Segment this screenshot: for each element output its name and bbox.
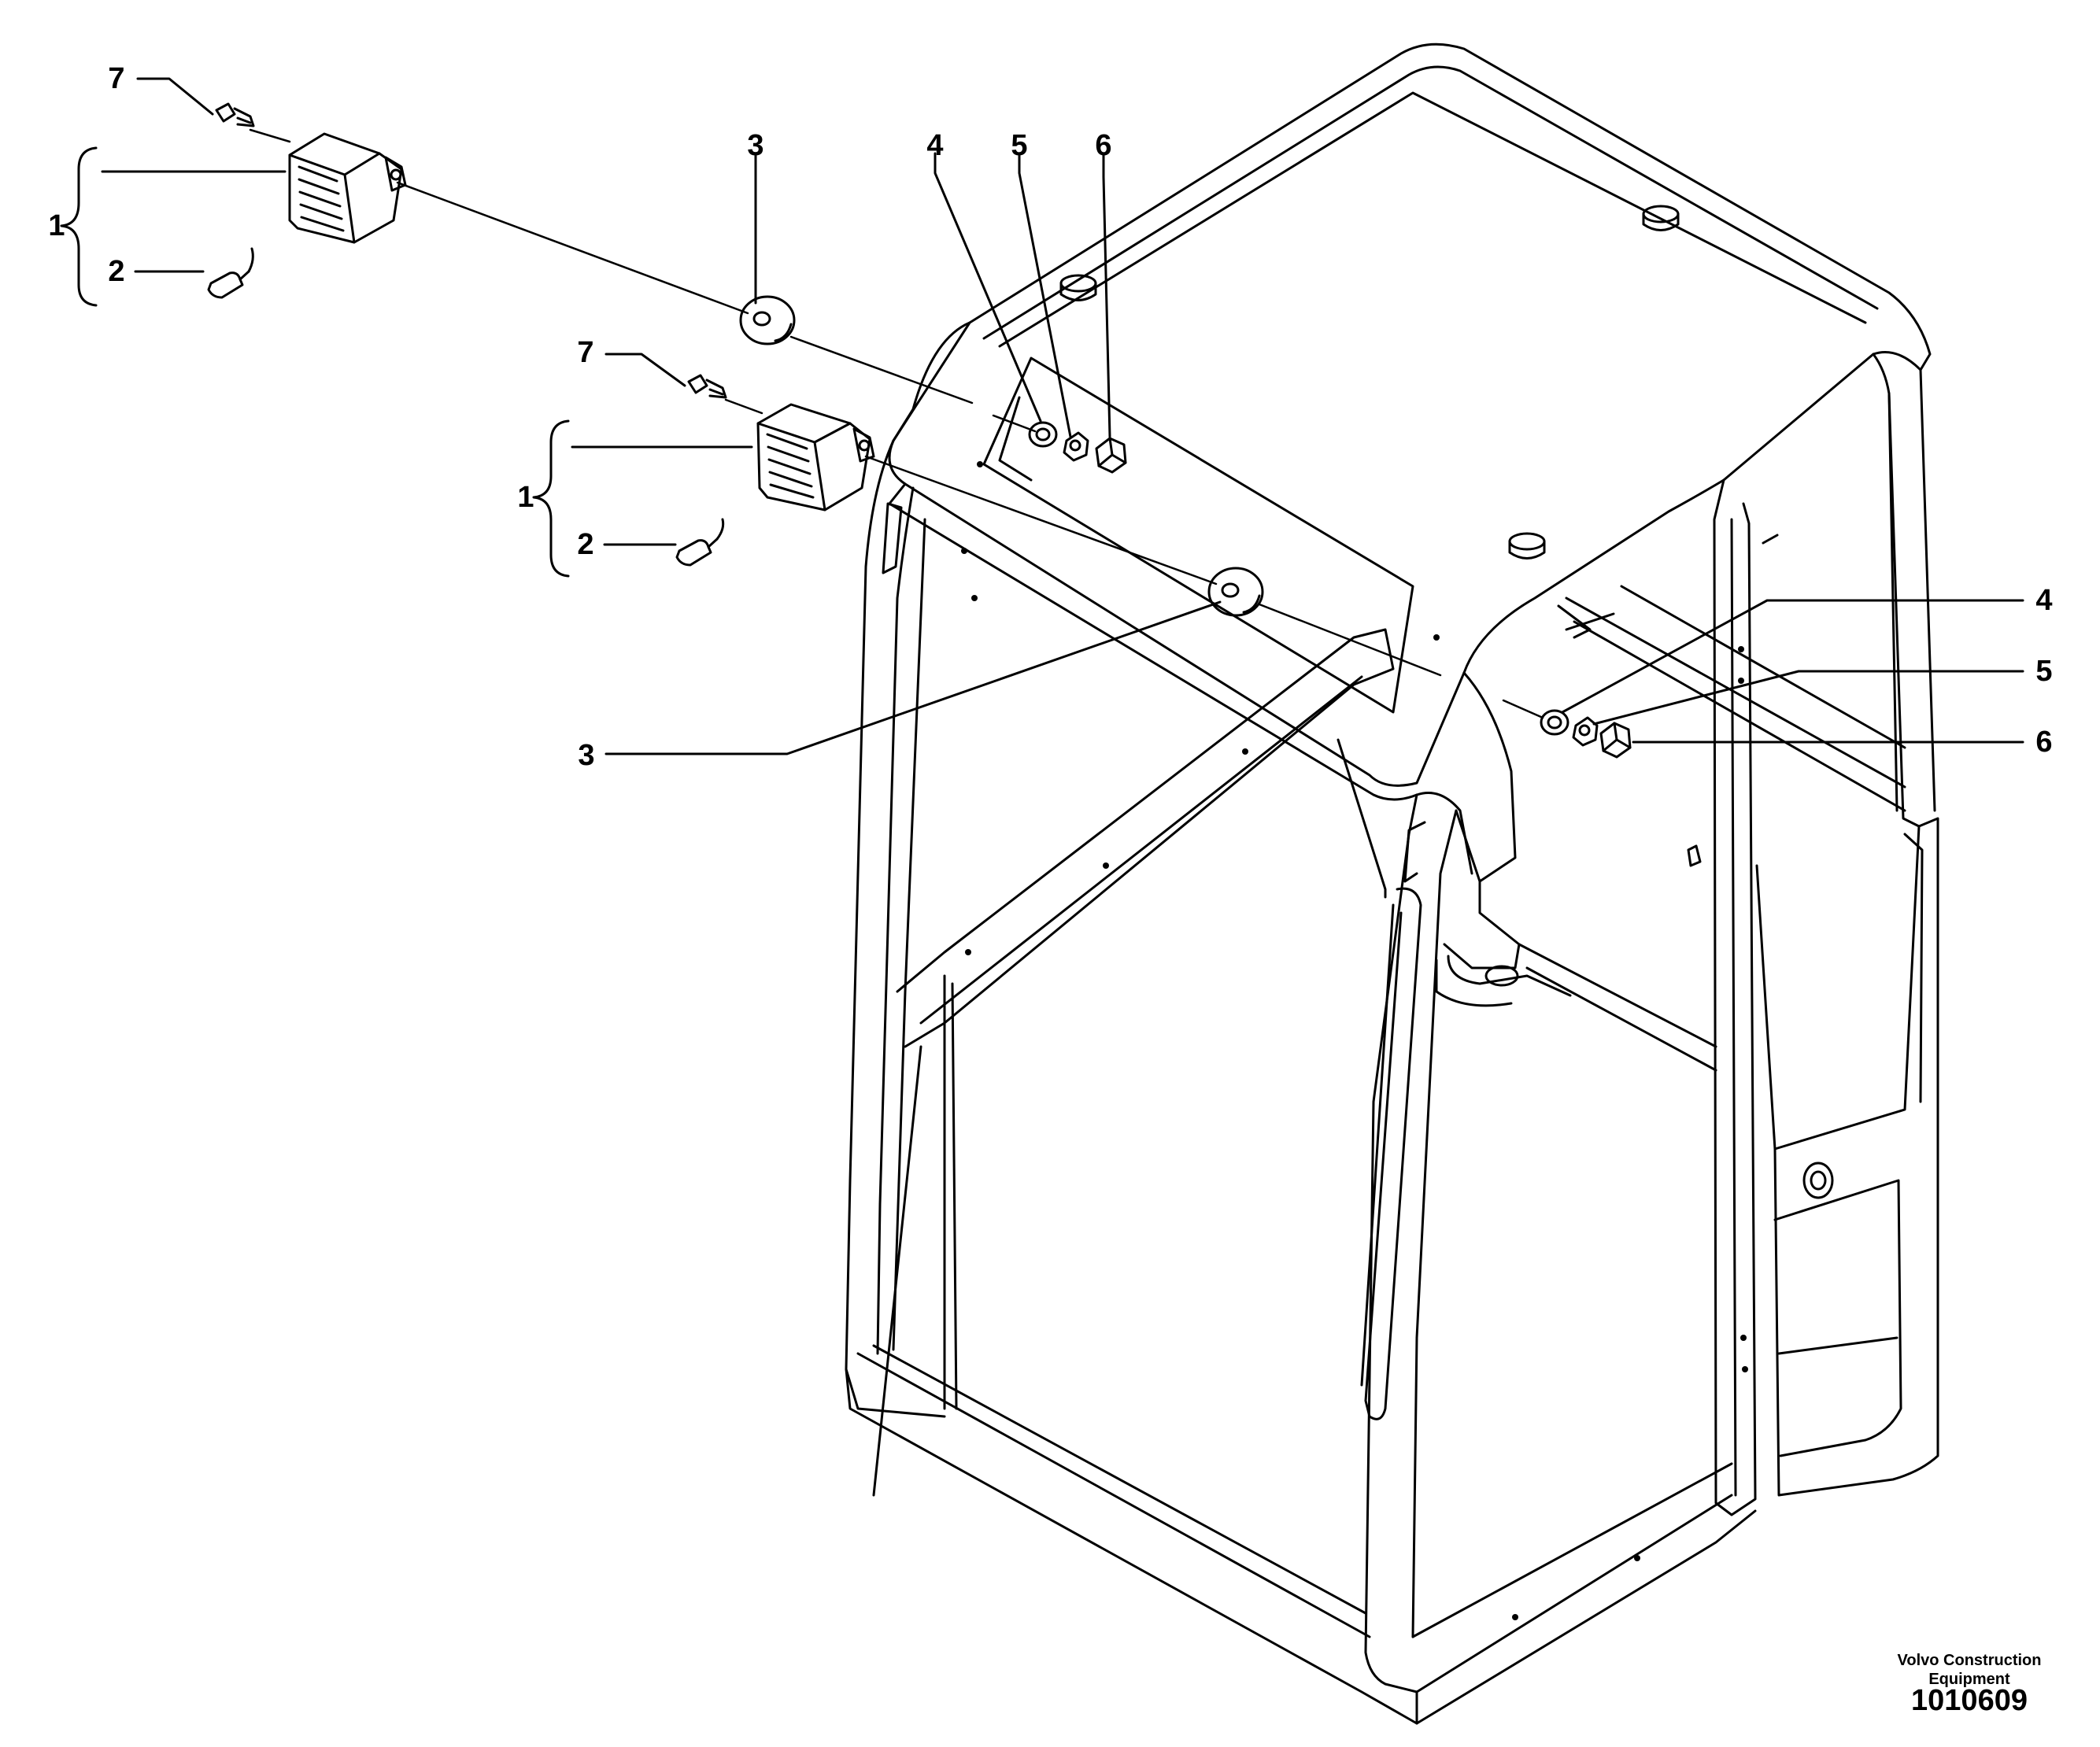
- right-door-panel: [1773, 817, 1939, 1497]
- callout-6-top: 6: [1095, 129, 1112, 162]
- callout-5-top: 5: [1011, 129, 1028, 162]
- roof-boss: [1059, 274, 1097, 293]
- callout-1-top: 1: [48, 209, 65, 242]
- company-name-line1: Volvo Construction: [1897, 1652, 2042, 1669]
- screw-middle: [687, 374, 727, 399]
- callout-5-right: 5: [2035, 655, 2053, 688]
- brace-top: [60, 146, 98, 307]
- rear-right-pillar: [1713, 478, 1757, 1516]
- grab-handle: [1364, 887, 1422, 1420]
- rubber-washer-top: [739, 295, 796, 345]
- screw-top: [215, 102, 255, 127]
- brace-middle: [532, 419, 570, 578]
- callout-2-middle: 2: [577, 528, 594, 561]
- bulb-middle: [675, 518, 725, 567]
- roof-boss: [1508, 532, 1546, 551]
- drawing-number: 1010609: [1911, 1684, 2028, 1717]
- callout-4-right: 4: [2035, 584, 2053, 617]
- fasteners-top: [1028, 421, 1127, 474]
- company-name: Volvo Construction Equipment: [1875, 1651, 2064, 1689]
- callout-4-top: 4: [926, 129, 944, 162]
- work-light-top: [288, 132, 407, 244]
- door-lock: [1802, 1162, 1834, 1199]
- left-front-pillar: [845, 439, 946, 1418]
- callout-6-right: 6: [2035, 726, 2053, 759]
- diagonal-brace: [896, 628, 1395, 1048]
- cab-roof: [888, 42, 1932, 787]
- bulb-top: [207, 247, 254, 299]
- fasteners-right: [1540, 709, 1632, 759]
- callout-3-top: 3: [747, 129, 764, 162]
- work-light-middle: [756, 403, 875, 512]
- leader-lines: [101, 77, 2024, 755]
- cab-base: [845, 1368, 1757, 1725]
- rubber-washer-middle: [1207, 567, 1264, 617]
- callout-3-bottom: 3: [578, 739, 595, 772]
- cab-frame: [845, 42, 1939, 1725]
- lamp-housing-top: [288, 132, 403, 244]
- assembly-lines: [249, 128, 1544, 719]
- company-name-line2: Equipment: [1928, 1671, 2010, 1688]
- callout-2-top: 2: [108, 255, 125, 288]
- frame-holes: [961, 461, 1748, 1620]
- right-front-pillar: [1364, 793, 1418, 1693]
- lamp-housing-middle: [756, 403, 871, 512]
- callout-1-middle: 1: [517, 481, 534, 514]
- callout-7-top: 7: [108, 62, 125, 95]
- callout-7-middle: 7: [577, 336, 594, 369]
